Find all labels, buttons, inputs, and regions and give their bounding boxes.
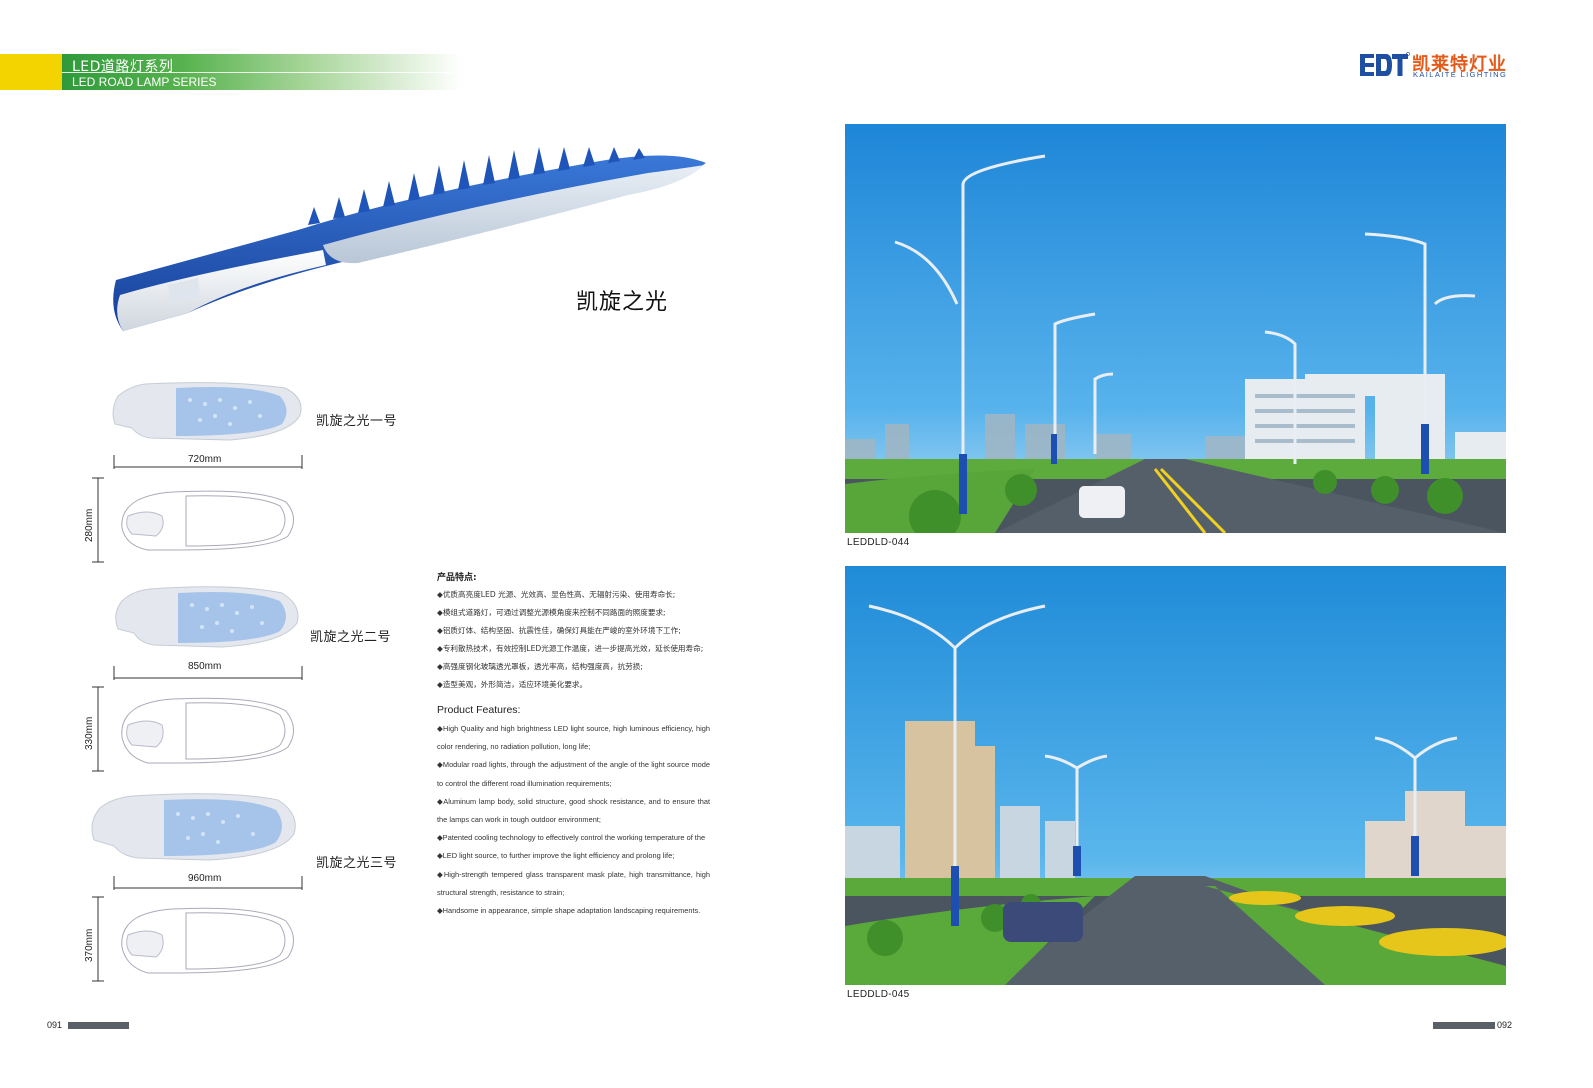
- road-scene-photo-2: [845, 566, 1506, 985]
- feature-cn-item: ◆铝质灯体、结构坚固、抗震性佳，确保灯具能在严峻的室外环境下工作;: [437, 626, 681, 635]
- feature-en-item: ◆Patented cooling technology to effectiv…: [437, 833, 706, 843]
- lamp-variant-3-top-image: [91, 793, 296, 861]
- photo-1-caption: LEDDLD-044: [847, 537, 910, 548]
- variant-1-height: 280mm: [84, 508, 95, 542]
- variant-3-height-dimension: [92, 896, 104, 982]
- variant-2-label: 凯旋之光二号: [310, 630, 392, 645]
- series-title-cn: LED道路灯系列: [72, 59, 174, 75]
- features-list-en: ◆High Quality and high brightness LED li…: [437, 720, 710, 920]
- features-title-en: Product Features:: [437, 704, 521, 716]
- feature-cn-item: ◆造型美观，外形简洁，适应环境美化要求。: [437, 680, 588, 689]
- page-number-right: 092: [1497, 1020, 1513, 1030]
- header-band-accent: [0, 54, 62, 90]
- variant-2-width: 850mm: [188, 661, 222, 672]
- lamp-variant-1-outline-image: [121, 490, 294, 551]
- road-scene-photo-1: [845, 124, 1506, 533]
- variant-2-width-dimension: [113, 666, 303, 680]
- variant-1-width-dimension: [113, 455, 303, 469]
- footer-bar-right: [1433, 1022, 1495, 1029]
- series-title-en: LED ROAD LAMP SERIES: [72, 75, 217, 89]
- page-number-left: 091: [47, 1020, 63, 1030]
- variant-3-width: 960mm: [188, 873, 222, 884]
- feature-cn-item: ◆专利散热技术，有效控制LED光源工作温度，进一步提高光效，延长使用寿命;: [437, 644, 704, 653]
- feature-en-item: ◆Aluminum lamp body, solid structure, go…: [437, 796, 710, 825]
- lamp-variant-2-top-image: [115, 586, 299, 648]
- feature-en-item: ◆High-strength tempered glass transparen…: [437, 869, 710, 897]
- lamp-variant-1-top-image: [112, 382, 302, 441]
- variant-1-height-dimension: [92, 477, 104, 563]
- header-divider: [62, 72, 452, 73]
- variant-3-label: 凯旋之光三号: [316, 856, 398, 871]
- variant-3-width-dimension: [113, 876, 303, 890]
- street-lamp-hero-image: [113, 147, 706, 331]
- brand-logo-icon: [1360, 52, 1410, 76]
- feature-cn-item: ◆优质高亮度LED 光源、光效高、显色性高、无辐射污染、使用寿命长;: [437, 590, 676, 599]
- brand-name-en: KAILAITE LIGHTING: [1413, 70, 1508, 79]
- feature-en-item: ◆LED light source, to further improve th…: [437, 851, 675, 861]
- lamp-variant-2-outline-image: [121, 697, 294, 764]
- feature-en-item: ◆Modular road lights, through the adjust…: [437, 760, 710, 788]
- footer-bar-left: [68, 1022, 129, 1029]
- features-title-cn: 产品特点:: [437, 573, 477, 583]
- variant-3-height: 370mm: [84, 928, 95, 962]
- product-name: 凯旋之光: [576, 290, 669, 315]
- variant-2-height-dimension: [92, 686, 104, 772]
- variant-1-label: 凯旋之光一号: [316, 414, 398, 429]
- lamp-variant-3-outline-image: [121, 907, 294, 974]
- feature-cn-item: ◆高强度钢化玻璃透光罩板，透光率高，结构强度高，抗劳损;: [437, 662, 643, 671]
- brand-name-cn: 凯莱特灯业: [1412, 54, 1507, 75]
- feature-en-item: ◆Handsome in appearance, simple shape ad…: [437, 906, 701, 916]
- feature-cn-item: ◆模组式道路灯，可通过调整光源模角度来控制不同路面的照度要求;: [437, 608, 666, 617]
- variant-2-height: 330mm: [84, 716, 95, 750]
- photo-2-caption: LEDDLD-045: [847, 989, 910, 1000]
- variant-1-width: 720mm: [188, 454, 222, 465]
- feature-en-item: ◆High Quality and high brightness LED li…: [437, 724, 710, 752]
